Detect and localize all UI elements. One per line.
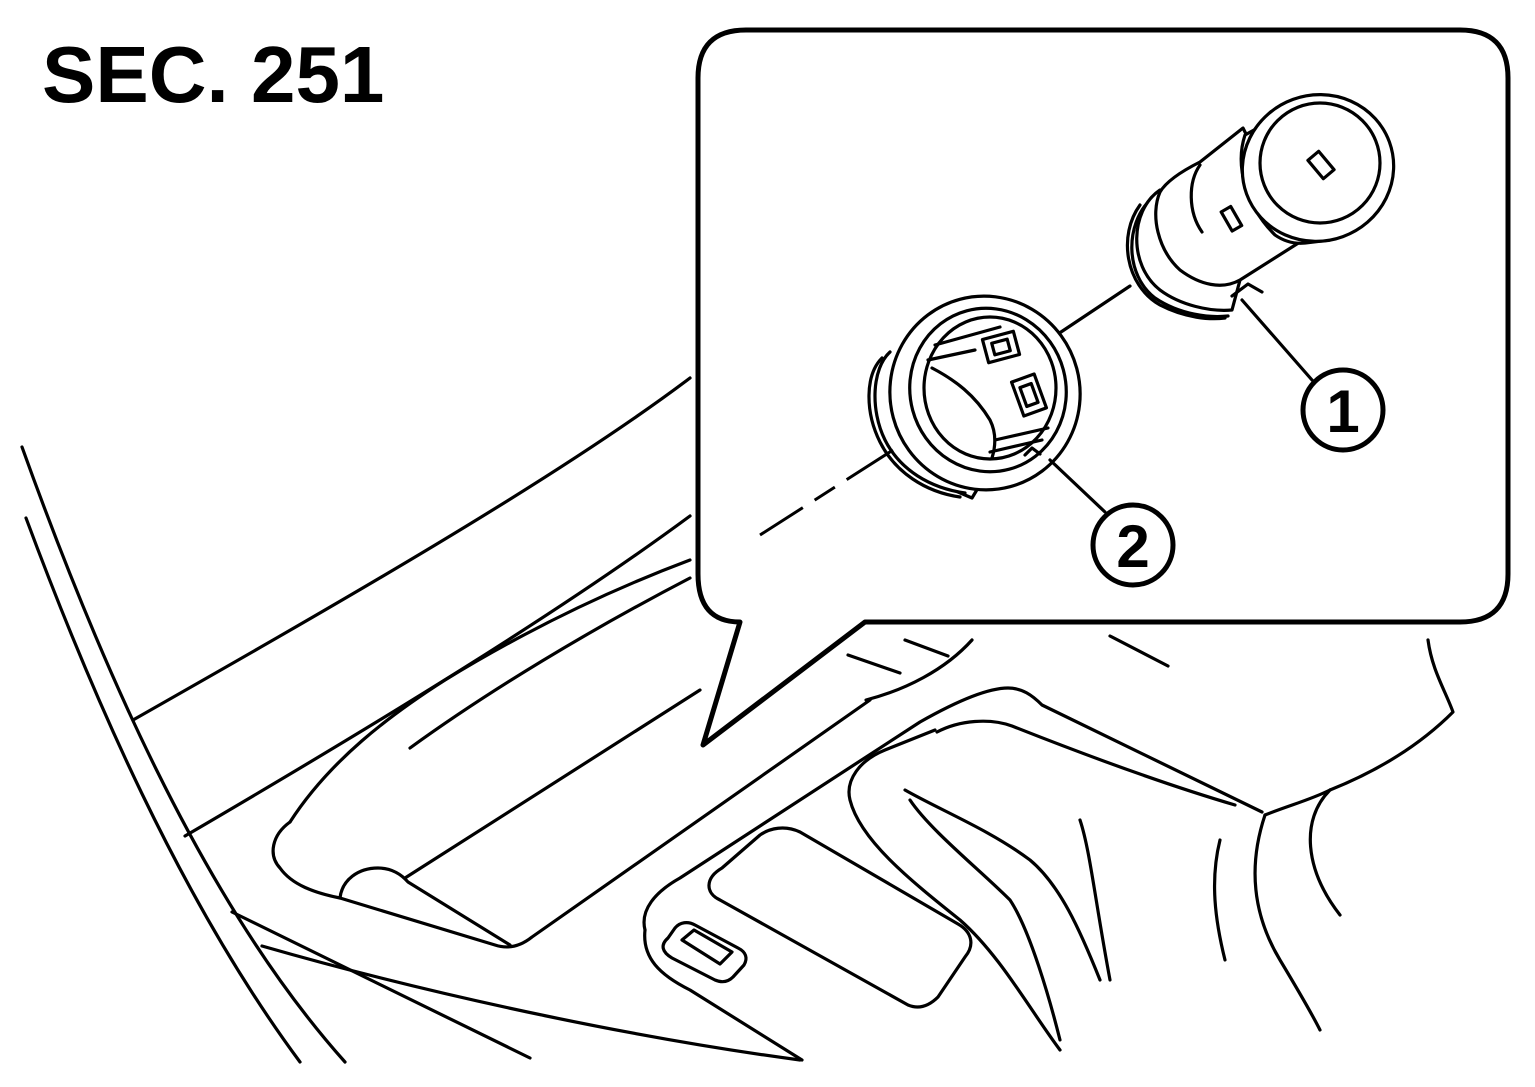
- callout-2-leader: [1048, 458, 1107, 514]
- armrest-top: [1263, 638, 1455, 817]
- armrest-front: [1308, 788, 1342, 917]
- socket-bottom-notch: [1023, 446, 1042, 457]
- socket-contact-line-3: [993, 426, 1050, 442]
- socket-body-back-2: [867, 356, 962, 499]
- plug-ring-2: [1130, 198, 1230, 319]
- lighter-socket: [867, 294, 1082, 500]
- console-tunnel-upper: [288, 558, 692, 824]
- boot-rim-inner: [935, 719, 1237, 807]
- socket-bore: [922, 315, 1058, 461]
- callout-1-number: 1: [1326, 378, 1359, 445]
- callout-1: 1: [1240, 298, 1386, 453]
- shift-boot-fold-3: [1078, 818, 1112, 982]
- socket-contact-line-1: [933, 325, 1002, 347]
- console-switch-inner: [680, 928, 734, 966]
- socket-inner-wall: [930, 366, 997, 460]
- shift-boot-left: [847, 728, 1062, 1052]
- floor-line-1: [230, 910, 532, 1060]
- socket-body-back-1: [873, 350, 967, 495]
- console-edge-short-3: [1108, 634, 1170, 668]
- console-tray-outline: [271, 698, 872, 949]
- left-trim-edge-outer: [20, 445, 347, 1064]
- socket-clip-side-inner: [1018, 381, 1040, 409]
- callout-2: 2: [1048, 458, 1176, 588]
- callout-2-number: 2: [1116, 513, 1149, 580]
- shift-boot-right: [1253, 813, 1322, 1032]
- plug-ring-3: [1125, 203, 1227, 321]
- console-lower-base: [643, 928, 804, 1062]
- left-trim-edge-inner: [24, 516, 302, 1064]
- socket-flange-inner: [908, 306, 1068, 474]
- axis-dashed: [759, 448, 894, 537]
- plug-knob-slot: [1306, 149, 1336, 181]
- plug-body-tab: [1219, 204, 1244, 233]
- plug-knob-face: [1240, 93, 1396, 243]
- console-edge-short-4: [864, 638, 974, 702]
- cigarette-lighter-plug: [1125, 93, 1396, 321]
- socket-clip-upper: [980, 329, 1022, 365]
- dash-panel-lower-line: [183, 514, 692, 838]
- socket-tab: [956, 486, 980, 500]
- console-tunnel-inner: [408, 576, 692, 750]
- console-long-edge: [403, 688, 702, 880]
- callout-1-circle: [1300, 367, 1386, 453]
- socket-contact-line-2: [926, 348, 977, 362]
- socket-contact-line-4: [988, 438, 1044, 454]
- dash-panel-upper-line: [131, 376, 692, 722]
- callout-1-leader: [1240, 298, 1314, 382]
- shift-boot-fold-1: [903, 788, 1102, 982]
- shift-boot-fold-4: [1212, 838, 1227, 962]
- plug-knob-inner-ring: [1258, 101, 1382, 225]
- storage-tray: [707, 826, 973, 1009]
- plug-bottom-tab: [1230, 282, 1264, 298]
- plug-neck-edge: [1189, 163, 1204, 234]
- socket-clip-upper-inner: [990, 337, 1012, 357]
- console-edge-short-1: [846, 653, 902, 675]
- section-label: SEC. 251: [42, 30, 384, 119]
- console-edge-short-2: [903, 638, 950, 658]
- floor-line-2: [260, 944, 802, 1062]
- center-console-drawing: [20, 376, 1455, 1064]
- callout-2-circle: [1090, 502, 1176, 588]
- shift-boot-fold-2: [908, 798, 1062, 1042]
- console-switch-outer: [661, 921, 748, 984]
- socket-clip-side: [1009, 372, 1049, 418]
- console-lower-outline: [642, 686, 1264, 932]
